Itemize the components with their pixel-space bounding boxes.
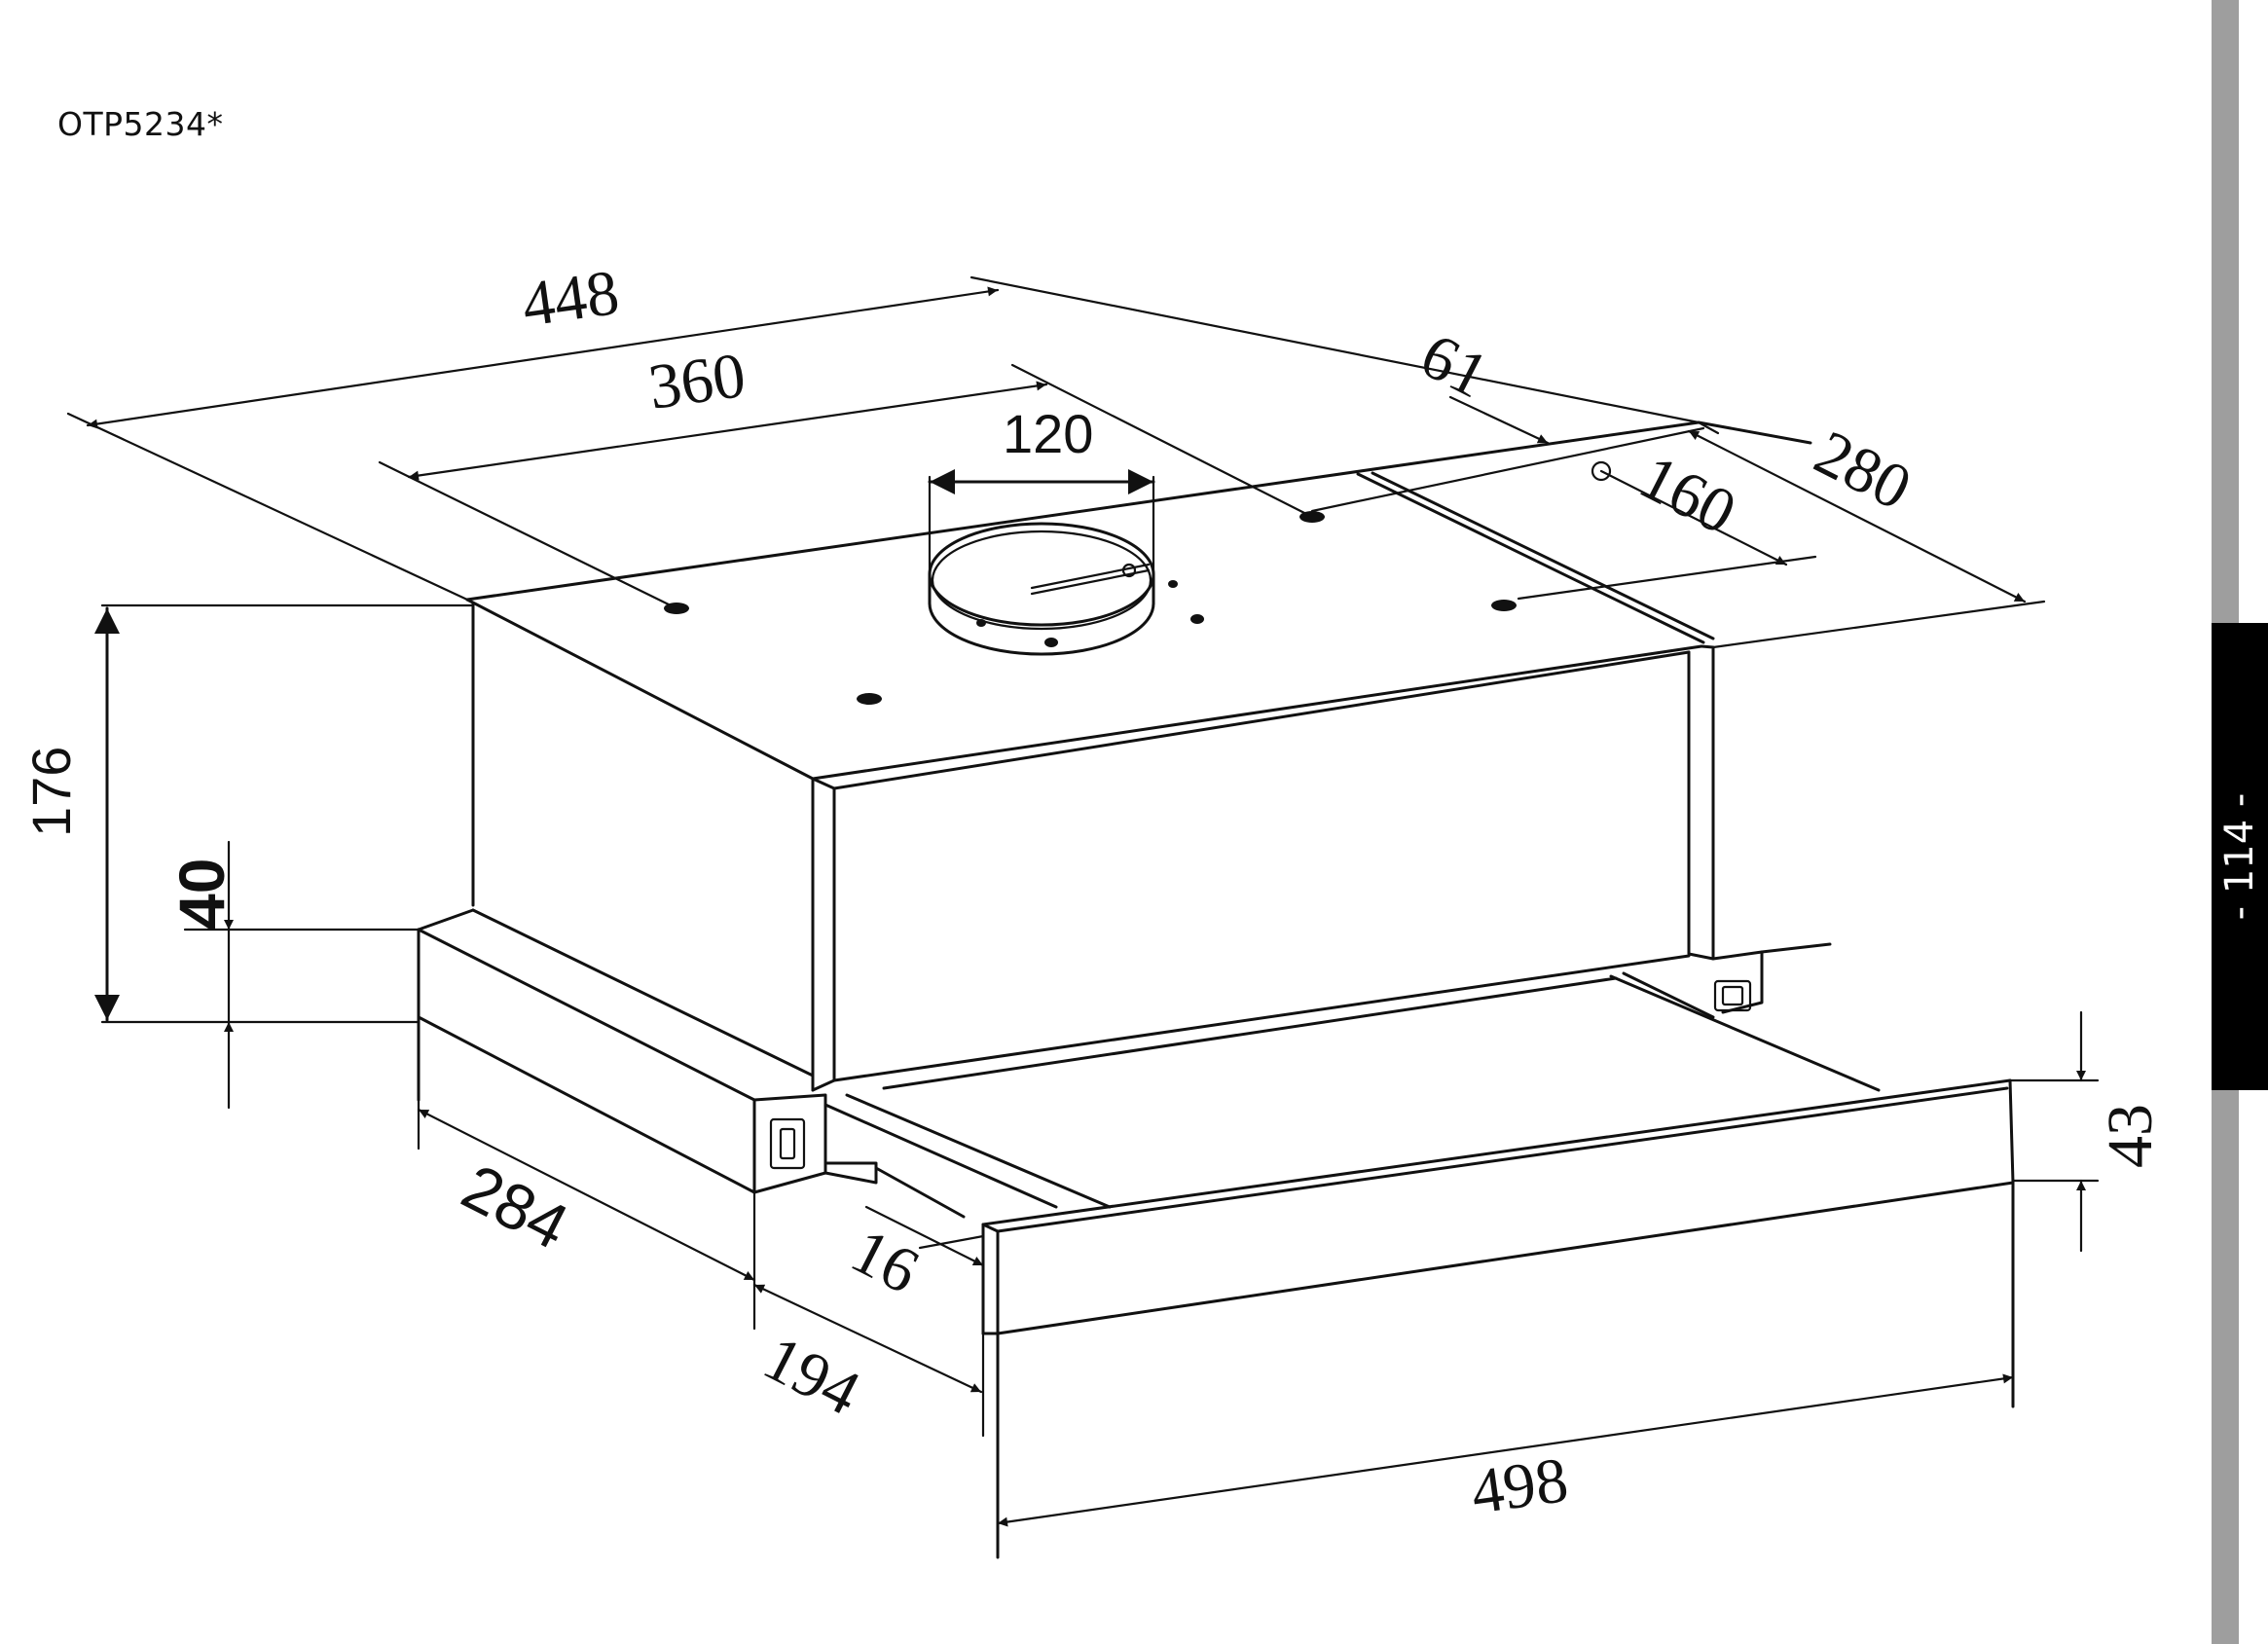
- outlet-ring: [928, 522, 1155, 656]
- dim-176: 176: [20, 747, 82, 837]
- switch-left-icon: [769, 1117, 806, 1170]
- dim-160: 160: [1628, 441, 1746, 548]
- front-panel: [981, 1078, 2015, 1559]
- switch-right-icon: [1713, 979, 1752, 1012]
- dim-120: 120: [1003, 403, 1093, 464]
- page-number: - 114 -: [2217, 792, 2262, 921]
- dim-43: 43: [2095, 1104, 2166, 1168]
- hood-body: [465, 420, 1812, 1092]
- dim-448: 448: [518, 257, 623, 341]
- lower-body: [417, 908, 1881, 1219]
- model-code: OTP5234*: [57, 105, 224, 143]
- hood-dimension-drawing: 448 360 120 61 160 280 176 40 284 194 16…: [20, 257, 2166, 1559]
- page-tab: [2212, 623, 2268, 1090]
- dimension-lines: [66, 275, 2100, 1527]
- dim-61: 61: [1409, 319, 1499, 412]
- dim-360: 360: [644, 340, 750, 423]
- dim-498: 498: [1467, 1444, 1572, 1528]
- dim-280: 280: [1804, 417, 1921, 524]
- dim-284: 284: [452, 1151, 580, 1263]
- dim-40: 40: [165, 859, 238, 930]
- dim-194: 194: [752, 1322, 870, 1429]
- mounting-holes: [664, 460, 1612, 705]
- dim-16: 16: [840, 1215, 930, 1307]
